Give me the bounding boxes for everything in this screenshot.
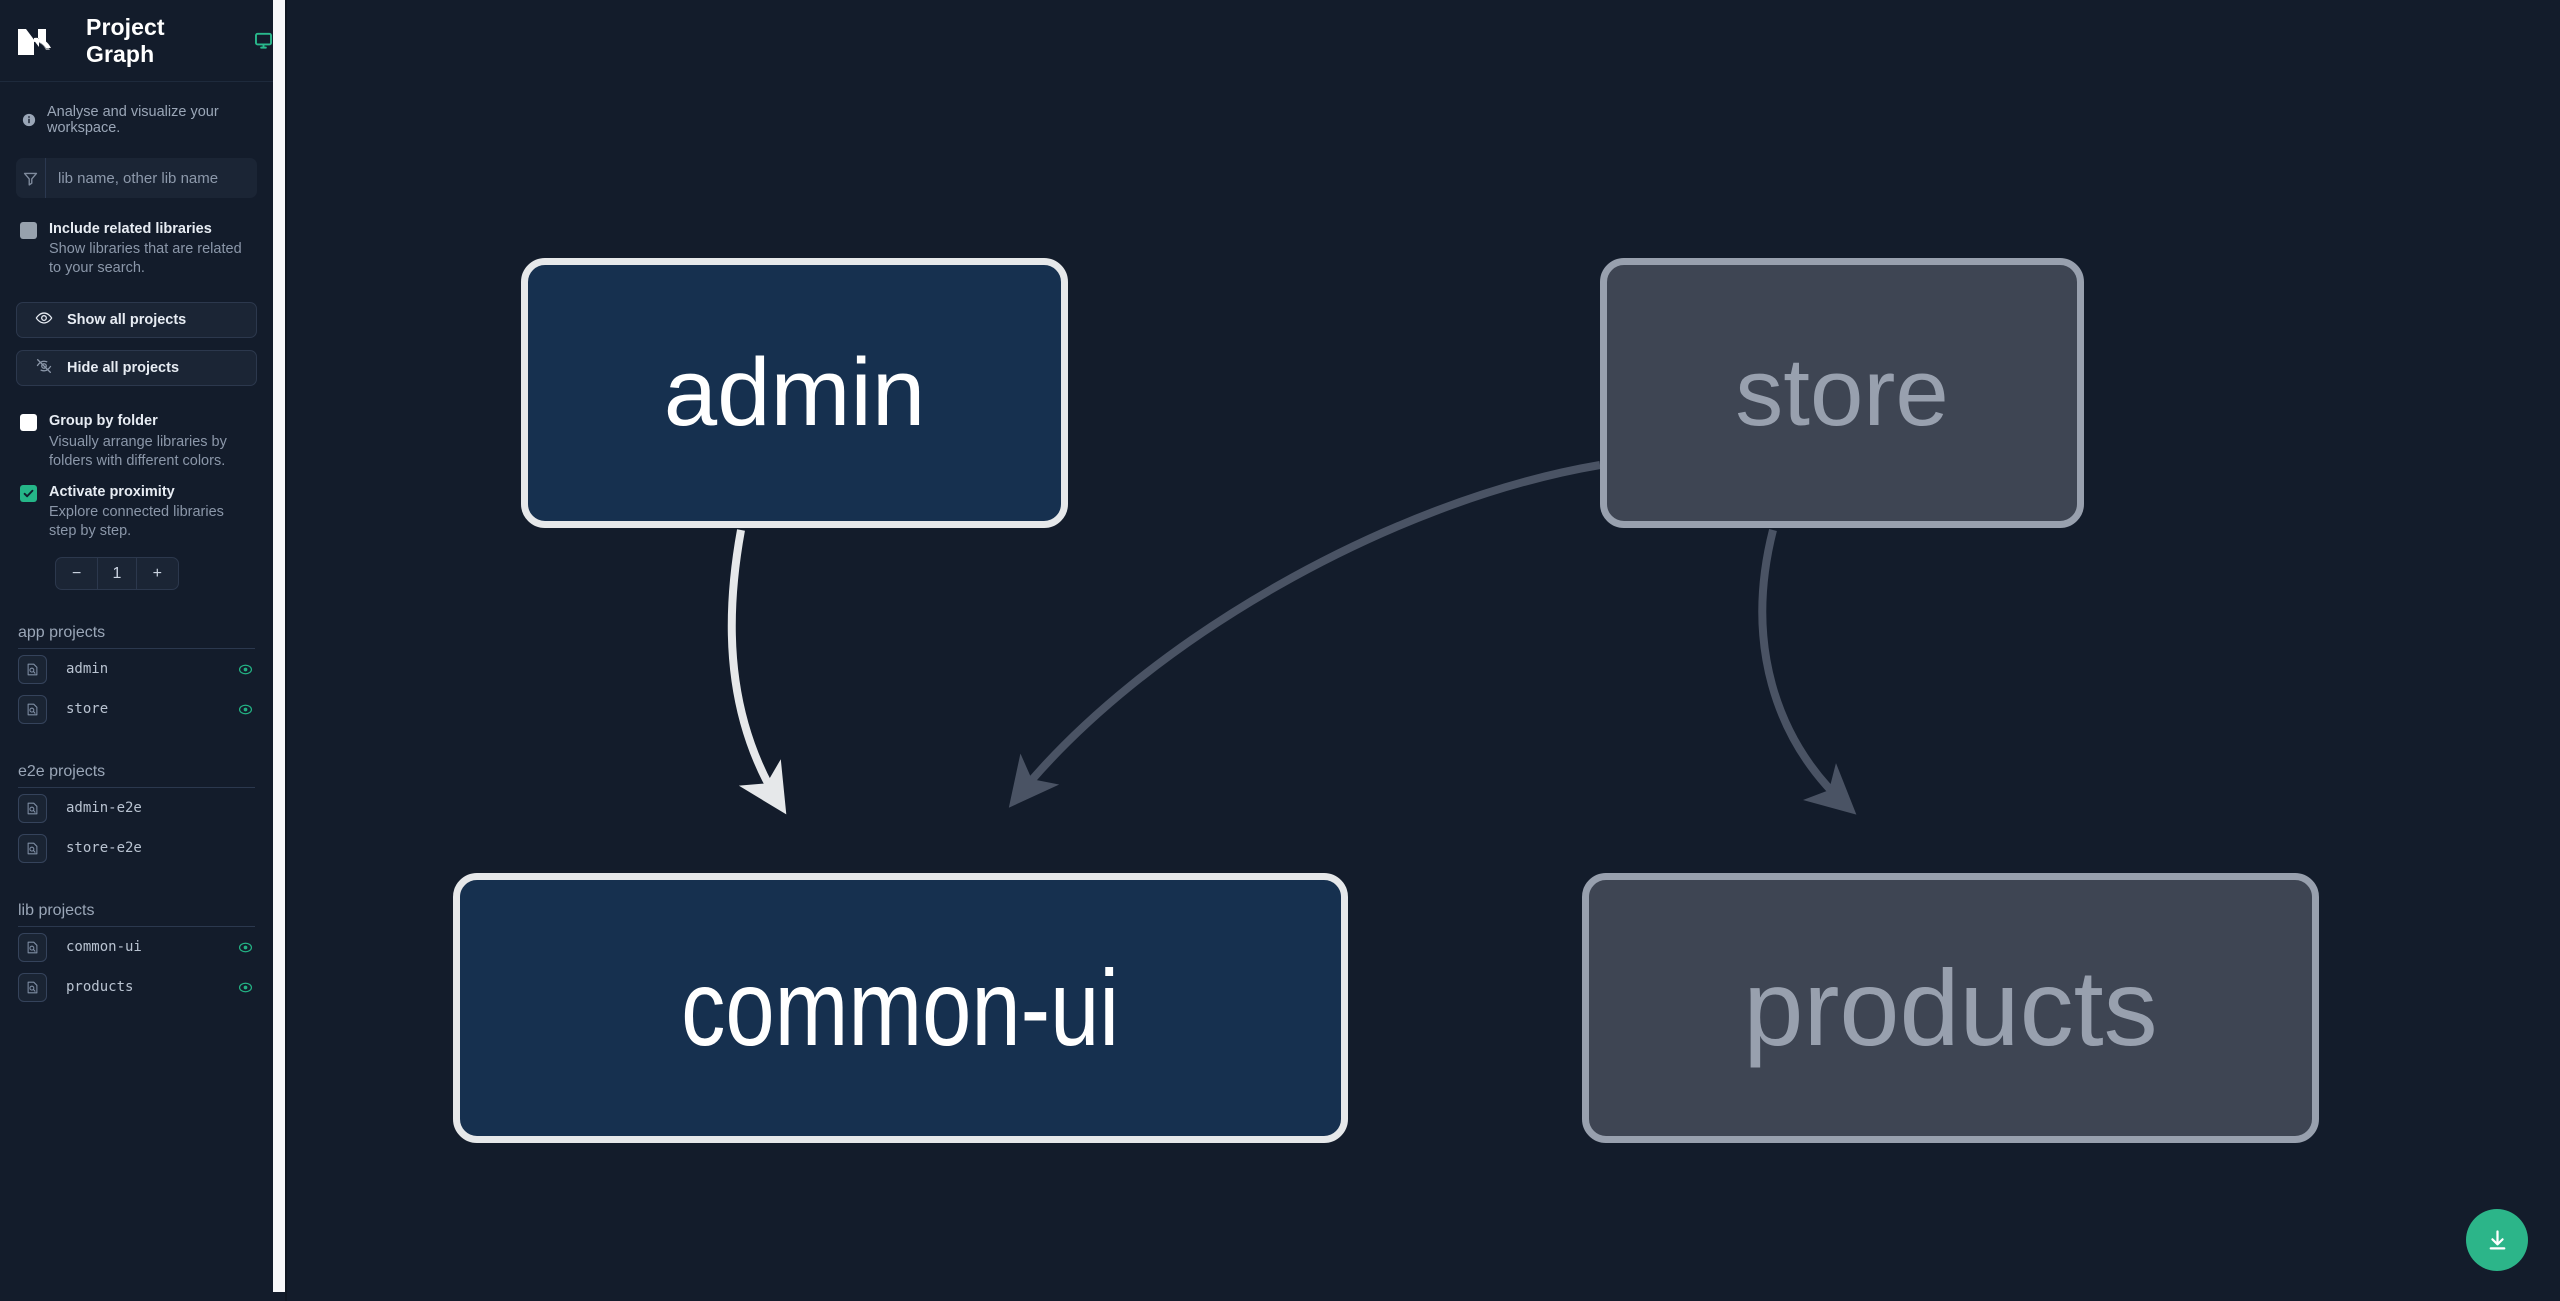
proximity-increment-button[interactable]: + xyxy=(135,558,178,590)
show-all-projects-label: Show all projects xyxy=(67,312,187,329)
include-related-sublabel: Show libraries that are related to your … xyxy=(49,241,242,277)
search-box[interactable] xyxy=(16,158,257,198)
graph-edges xyxy=(727,461,1857,815)
group-by-folder-sublabel: Visually arrange libraries by folders wi… xyxy=(49,433,227,469)
proximity-value: 1 xyxy=(112,564,122,582)
graph-canvas[interactable]: admin store common-ui products xyxy=(273,0,2560,1301)
proximity-stepper[interactable]: − 1 + xyxy=(55,557,179,591)
project-group-title-lib: lib projects xyxy=(18,902,255,928)
workspace-description: Analyse and visualize your workspace. xyxy=(0,82,273,136)
graph-node-label: admin xyxy=(663,339,926,446)
download-graph-button[interactable] xyxy=(2466,1209,2528,1271)
include-related-label: Include related libraries xyxy=(49,221,212,237)
monitor-icon[interactable] xyxy=(254,31,273,50)
project-icon xyxy=(18,694,47,724)
hide-all-projects-label: Hide all projects xyxy=(67,360,180,377)
graph-node-common-ui[interactable]: common-ui xyxy=(453,873,1348,1143)
eye-circle-icon[interactable] xyxy=(235,979,255,996)
project-name: admin-e2e xyxy=(66,800,142,817)
project-list-item-common-ui[interactable]: common-ui xyxy=(18,927,255,967)
group-by-folder-label: Group by folder xyxy=(49,413,158,430)
include-related-checkbox[interactable] xyxy=(20,222,37,239)
activate-proximity-label: Activate proximity xyxy=(49,483,175,500)
project-name: store xyxy=(66,701,109,718)
sidebar-divider xyxy=(285,0,287,1301)
project-icon xyxy=(18,833,47,863)
project-list-item-admin[interactable]: admin xyxy=(18,649,255,689)
info-circle-icon xyxy=(22,113,36,127)
project-icon xyxy=(18,932,47,962)
edge-store-to-products xyxy=(1758,529,1857,815)
graph-node-label: common-ui xyxy=(681,947,1120,1068)
search-container xyxy=(0,136,273,198)
eye-off-icon xyxy=(35,357,53,380)
graph-node-label: products xyxy=(1743,947,2158,1068)
edge-store-to-common-ui xyxy=(1008,461,1601,808)
edge-admin-to-common-ui xyxy=(727,529,787,815)
group-spacer xyxy=(18,590,255,624)
graph-node-store[interactable]: store xyxy=(1600,258,2084,528)
project-group-title-e2e: e2e projects xyxy=(18,763,255,789)
project-icon xyxy=(18,793,47,823)
project-name: common-ui xyxy=(66,939,142,956)
proximity-decrement-button[interactable]: − xyxy=(56,558,99,590)
graph-node-products[interactable]: products xyxy=(1582,873,2319,1143)
eye-icon xyxy=(35,309,53,332)
hide-all-projects-button[interactable]: Hide all projects xyxy=(16,350,257,387)
workspace-description-text: Analyse and visualize your workspace. xyxy=(47,104,219,136)
project-list-item-store[interactable]: store xyxy=(18,689,255,729)
show-all-projects-button[interactable]: Show all projects xyxy=(16,302,257,339)
page-title: Project Graph xyxy=(86,13,165,67)
project-name: admin xyxy=(66,661,109,678)
nx-logo-icon xyxy=(14,21,66,61)
activate-proximity-checkbox[interactable] xyxy=(20,484,37,502)
visibility-buttons: Show all projects Hide all projects xyxy=(0,278,273,387)
project-name: products xyxy=(66,979,134,996)
search-input[interactable] xyxy=(46,158,257,198)
group-spacer xyxy=(18,729,255,763)
project-list-item-store-e2e[interactable]: store-e2e xyxy=(18,828,255,868)
project-name: store-e2e xyxy=(66,840,142,857)
option-include-related-libraries[interactable]: Include related libraries Show libraries… xyxy=(0,198,273,278)
sidebar-scrollbar[interactable] xyxy=(273,0,285,1292)
sidebar: Project Graph Analyse and visualize your… xyxy=(0,0,273,1301)
option-activate-proximity[interactable]: Activate proximity Explore connected lib… xyxy=(0,471,273,541)
option-group-by-folder[interactable]: Group by folder Visually arrange librari… xyxy=(0,398,273,470)
graph-node-label: store xyxy=(1735,339,1949,446)
sidebar-header: Project Graph xyxy=(0,0,273,82)
eye-circle-icon[interactable] xyxy=(235,661,255,678)
filter-funnel-icon[interactable] xyxy=(16,158,46,198)
group-spacer xyxy=(18,868,255,902)
project-icon xyxy=(18,972,47,1002)
download-icon xyxy=(2489,1229,2505,1249)
eye-circle-icon[interactable] xyxy=(235,939,255,956)
project-groups: app projects admin store e2e projects admin-… xyxy=(0,590,273,1007)
group-by-folder-checkbox[interactable] xyxy=(20,414,37,432)
project-icon xyxy=(18,654,47,684)
project-list-item-products[interactable]: products xyxy=(18,967,255,1007)
project-list-item-admin-e2e[interactable]: admin-e2e xyxy=(18,788,255,828)
graph-node-admin[interactable]: admin xyxy=(521,258,1068,528)
eye-circle-icon[interactable] xyxy=(235,701,255,718)
activate-proximity-sublabel: Explore connected libraries step by step… xyxy=(49,503,224,539)
project-group-title-app: app projects xyxy=(18,624,255,650)
